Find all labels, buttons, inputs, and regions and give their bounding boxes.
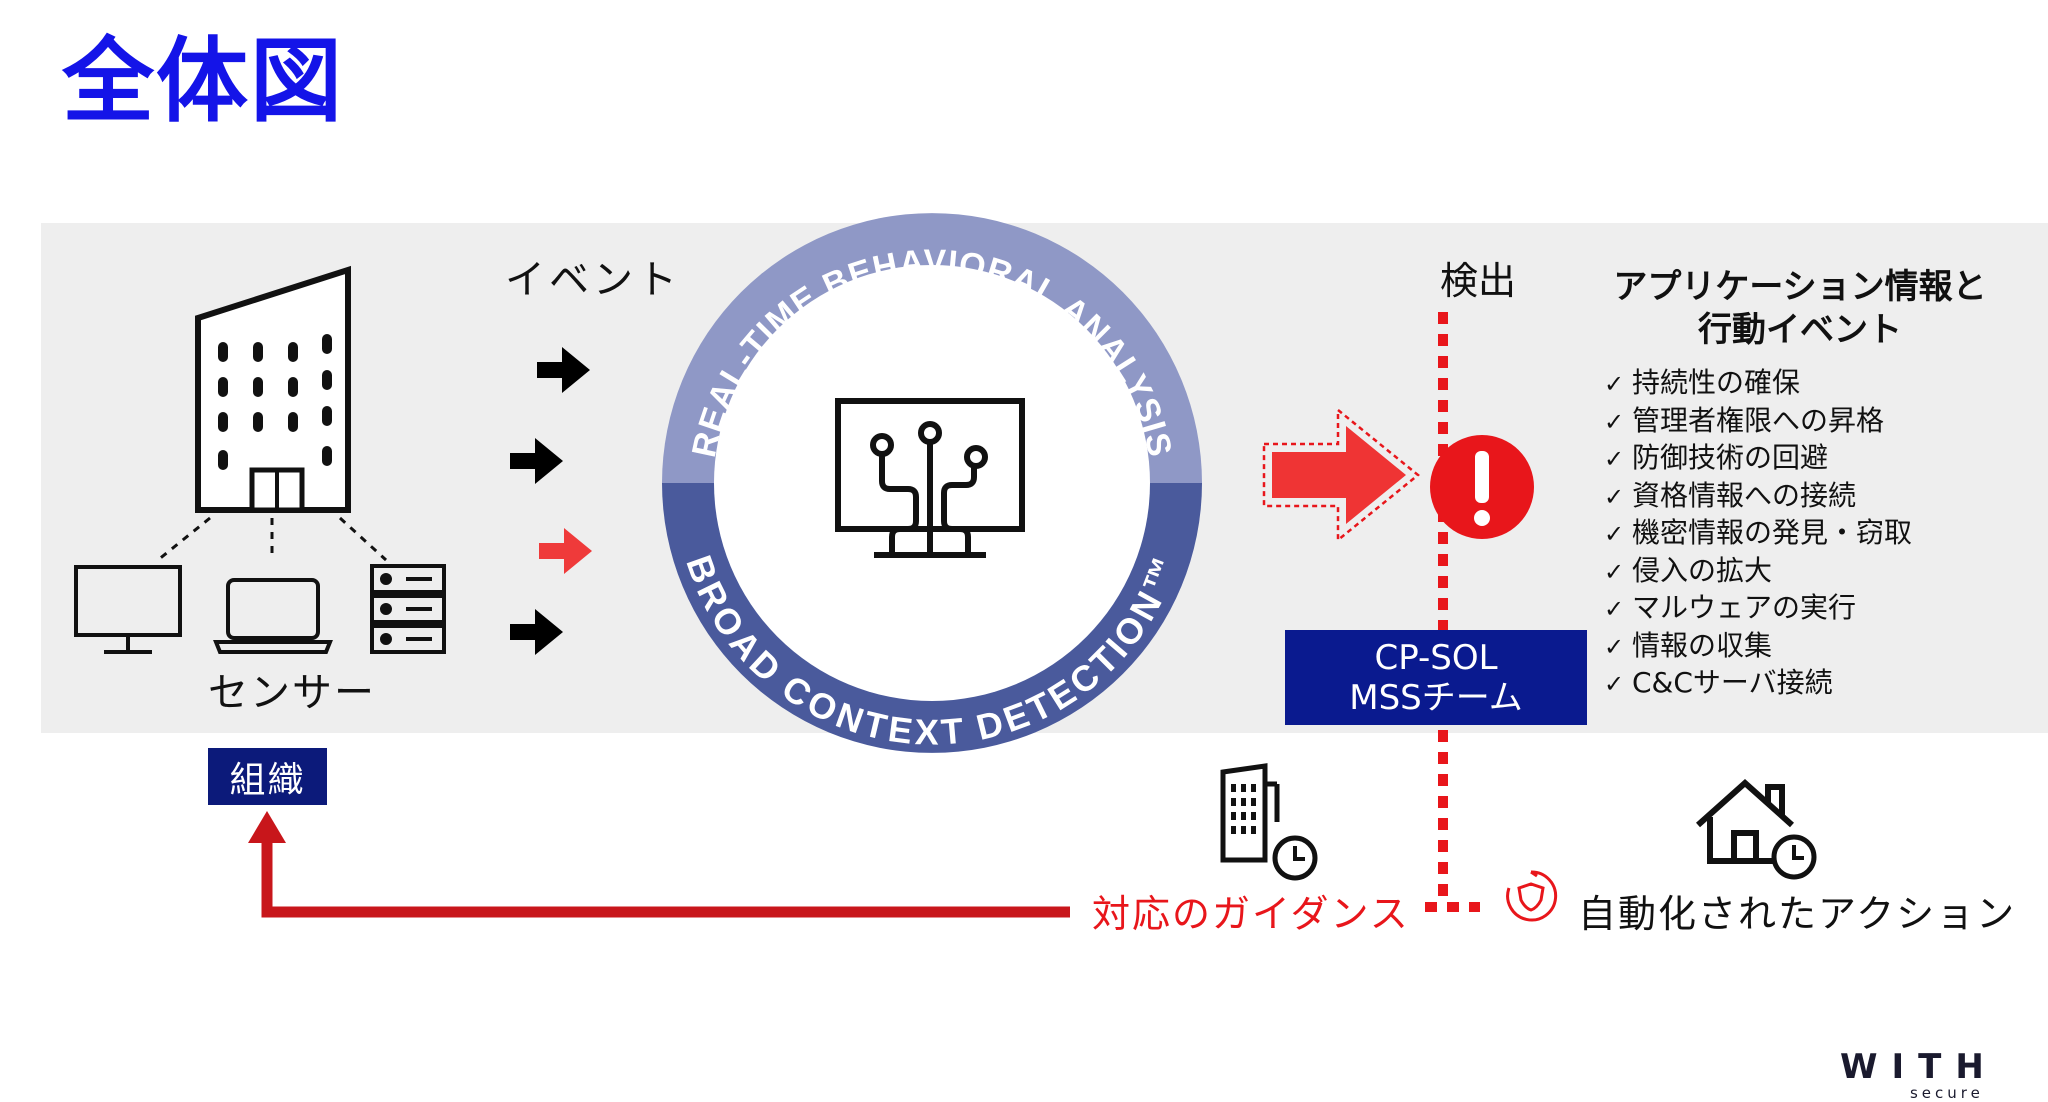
- list-item: ✓マルウェアの実行: [1604, 590, 1912, 628]
- check-icon: ✓: [1604, 520, 1625, 548]
- page-title: 全体図: [62, 28, 345, 135]
- event-label: イベント: [505, 257, 681, 303]
- list-item: ✓防御技術の回避: [1604, 440, 1912, 478]
- list-item: ✓管理者権限への昇格: [1604, 403, 1912, 441]
- arrow-icon: [537, 347, 590, 393]
- guidance-connector: [1425, 902, 1480, 912]
- building-icon: [195, 265, 351, 513]
- list-item: ✓機密情報の発見・窃取: [1604, 515, 1912, 553]
- arrow-icon: [510, 609, 563, 655]
- laptop-icon: [213, 578, 333, 654]
- automated-action-label: 自動化されたアクション: [1578, 892, 2017, 936]
- check-icon: ✓: [1604, 482, 1625, 511]
- guidance-label: 対応のガイダンス: [1092, 892, 1410, 936]
- withsecure-logo: WITH secure: [1840, 1050, 1998, 1102]
- mss-team-line1: CP-SOL: [1374, 638, 1498, 678]
- list-item: ✓持続性の確保: [1604, 365, 1912, 403]
- monitor-icon: [74, 565, 182, 654]
- app-events-title-line2: 行動イベント: [1698, 310, 1902, 350]
- detection-arrow: [1262, 407, 1420, 543]
- app-events-title-line1: アプリケーション情報と: [1613, 267, 1987, 307]
- detection-ring: REAL-TIME BEHAVIORAL ANALYSIS BROAD CONT…: [662, 213, 1202, 753]
- check-icon: ✓: [1604, 407, 1625, 436]
- check-icon: ✓: [1604, 445, 1625, 473]
- mss-team-line2: MSSチーム: [1349, 678, 1523, 718]
- ai-network-icon: [835, 398, 1025, 558]
- detection-label: 検出: [1440, 259, 1517, 303]
- shield-icon: [1506, 870, 1558, 922]
- app-events-list: ✓持続性の確保 ✓管理者権限への昇格 ✓防御技術の回避 ✓資格情報への接続 ✓機…: [1604, 365, 1912, 703]
- arrow-icon: [539, 528, 592, 574]
- house-clock-icon: [1696, 778, 1817, 880]
- alert-icon: [1430, 435, 1534, 539]
- logo-main: WITH: [1840, 1047, 1998, 1087]
- check-icon: ✓: [1604, 670, 1625, 698]
- check-icon: ✓: [1604, 595, 1625, 623]
- event-arrows: [510, 347, 592, 655]
- list-item: ✓情報の収集: [1604, 628, 1912, 666]
- server-icon: [370, 564, 446, 654]
- mss-team-box: CP-SOL MSSチーム: [1285, 630, 1587, 725]
- arrow-icon: [510, 438, 563, 484]
- check-icon: ✓: [1604, 370, 1625, 398]
- sensor-cluster: [74, 265, 446, 654]
- sensor-label: センサー: [208, 670, 376, 716]
- list-item: ✓侵入の拡大: [1604, 553, 1912, 591]
- check-icon: ✓: [1604, 557, 1625, 586]
- guidance-return-arrow: [248, 811, 1070, 918]
- detection-timeline: [1438, 312, 1448, 900]
- list-item: ✓C&Cサーバ接続: [1604, 665, 1912, 703]
- organization-box: 組織: [208, 748, 327, 805]
- office-clock-icon: [1220, 763, 1318, 881]
- list-item: ✓資格情報への接続: [1604, 478, 1912, 516]
- app-events-title: アプリケーション情報と 行動イベント: [1590, 266, 2010, 352]
- check-icon: ✓: [1604, 632, 1625, 661]
